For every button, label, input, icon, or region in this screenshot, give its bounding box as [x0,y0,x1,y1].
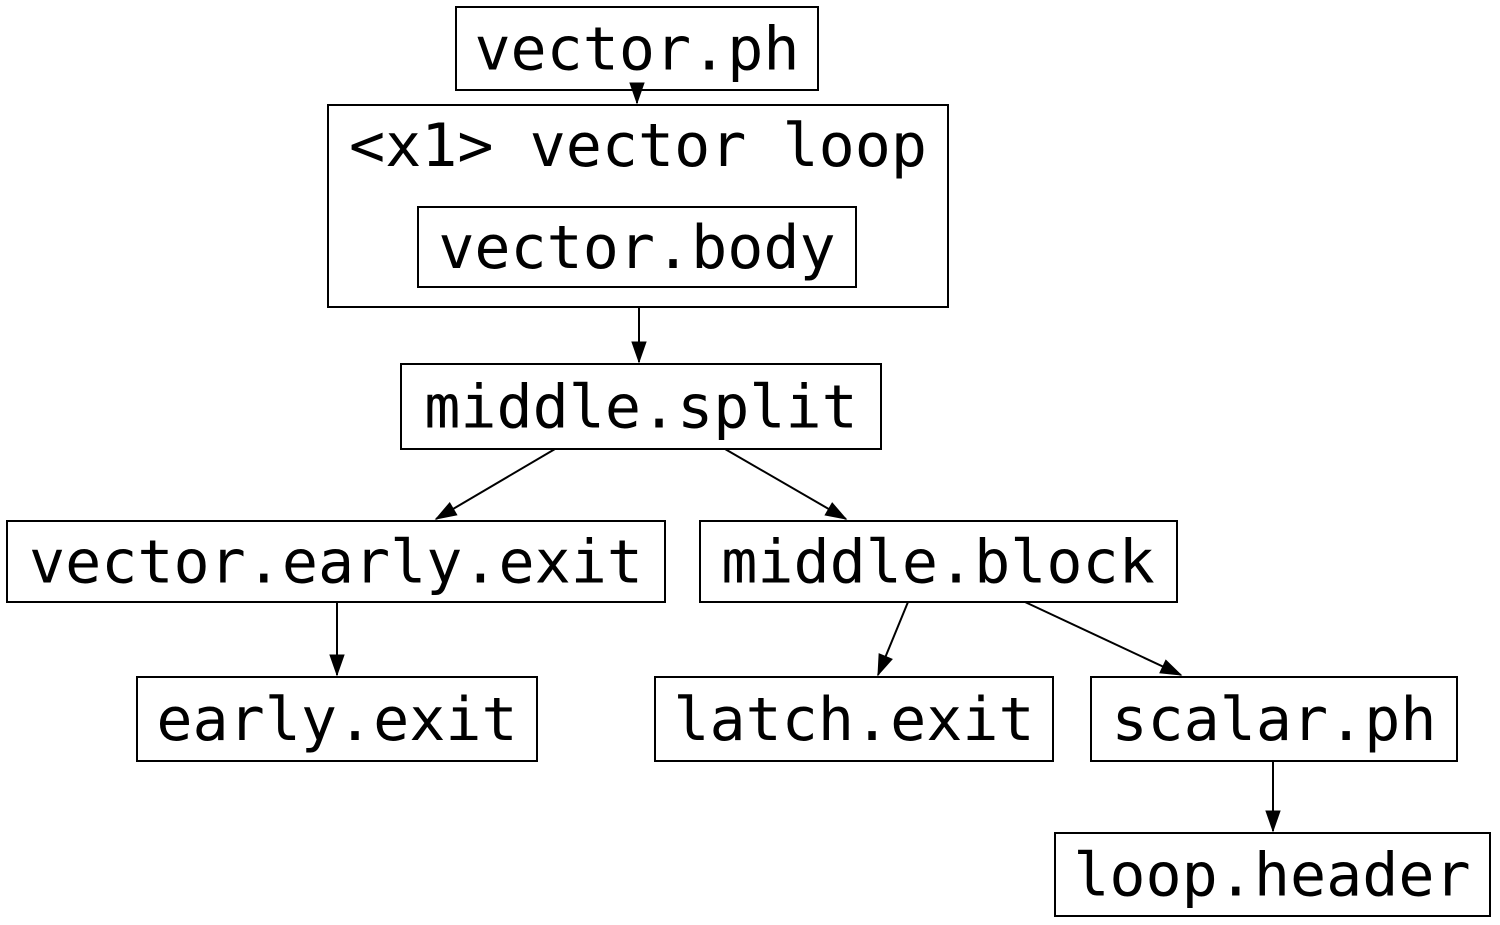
node-early-exit-box [136,676,538,762]
node-latch-exit-box [654,676,1054,762]
node-latch-exit: latch.exit [654,676,1054,762]
node-loop-header-label: loop.header [1073,841,1470,911]
cluster-vector-loop-label: <x1> vector loop [349,111,927,181]
node-vector-body-box [417,206,857,288]
node-middle-split-label: middle.split [424,373,857,443]
node-early-exit-label: early.exit [156,685,517,755]
edge-middle-block-to-latch-exit [877,601,909,677]
node-vector-ph: vector.ph [455,6,819,91]
node-loop-header: loop.header [1054,832,1491,917]
node-latch-exit-label: latch.exit [673,685,1034,755]
node-vector-early-exit: vector.early.exit [6,520,666,603]
node-vector-ph-label: vector.ph [474,15,799,85]
edge-middle-split-to-middle-block [724,448,848,520]
node-middle-split-box [400,363,882,450]
node-loop-header-box [1054,832,1491,917]
node-scalar-ph-label: scalar.ph [1111,685,1436,755]
node-middle-block: middle.block [699,520,1178,603]
node-vector-early-exit-label: vector.early.exit [29,528,643,598]
node-middle-block-label: middle.block [721,528,1154,598]
node-vector-body: vector.body [417,206,857,288]
node-scalar-ph-box [1090,676,1458,762]
node-scalar-ph: scalar.ph [1090,676,1458,762]
edge-middle-split-to-vector-early-exit [434,448,556,520]
node-middle-block-box [699,520,1178,603]
node-middle-split: middle.split [400,363,882,450]
node-vector-ph-box [455,6,819,91]
edge-middle-block-to-scalar-ph [1024,601,1183,676]
node-vector-body-label: vector.body [438,213,835,283]
node-early-exit: early.exit [136,676,538,762]
